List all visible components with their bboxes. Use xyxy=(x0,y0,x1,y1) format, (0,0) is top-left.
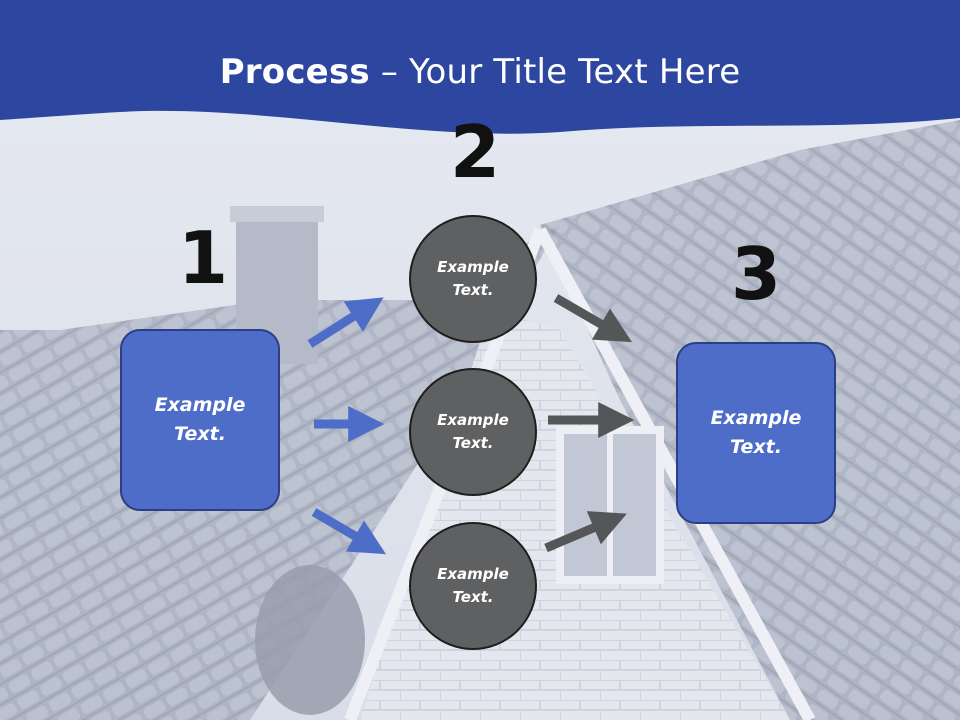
page-title: Process – Your Title Text Here xyxy=(0,52,960,92)
circle-bottom: Example Text. xyxy=(409,522,537,650)
circle-middle: Example Text. xyxy=(409,368,537,496)
arrow-left-to-bottom xyxy=(311,508,386,555)
arrow-top-to-right xyxy=(553,294,633,343)
right-box: Example Text. xyxy=(676,342,836,524)
step-number-1: 1 xyxy=(178,216,229,300)
title-rest: – Your Title Text Here xyxy=(369,52,741,92)
circle-top-text: Example Text. xyxy=(437,258,509,299)
left-box-text: Example Text. xyxy=(154,394,246,445)
arrow-left-to-top xyxy=(307,297,384,348)
circle-bottom-text: Example Text. xyxy=(437,565,509,606)
step-number-2: 2 xyxy=(450,110,501,194)
arrow-bottom-to-right xyxy=(544,511,627,553)
circle-middle-text: Example Text. xyxy=(437,411,509,452)
title-bold: Process xyxy=(219,52,370,92)
circle-top: Example Text. xyxy=(409,215,537,343)
step-number-3: 3 xyxy=(731,232,782,316)
right-box-text: Example Text. xyxy=(710,407,802,458)
left-box: Example Text. xyxy=(120,329,280,511)
